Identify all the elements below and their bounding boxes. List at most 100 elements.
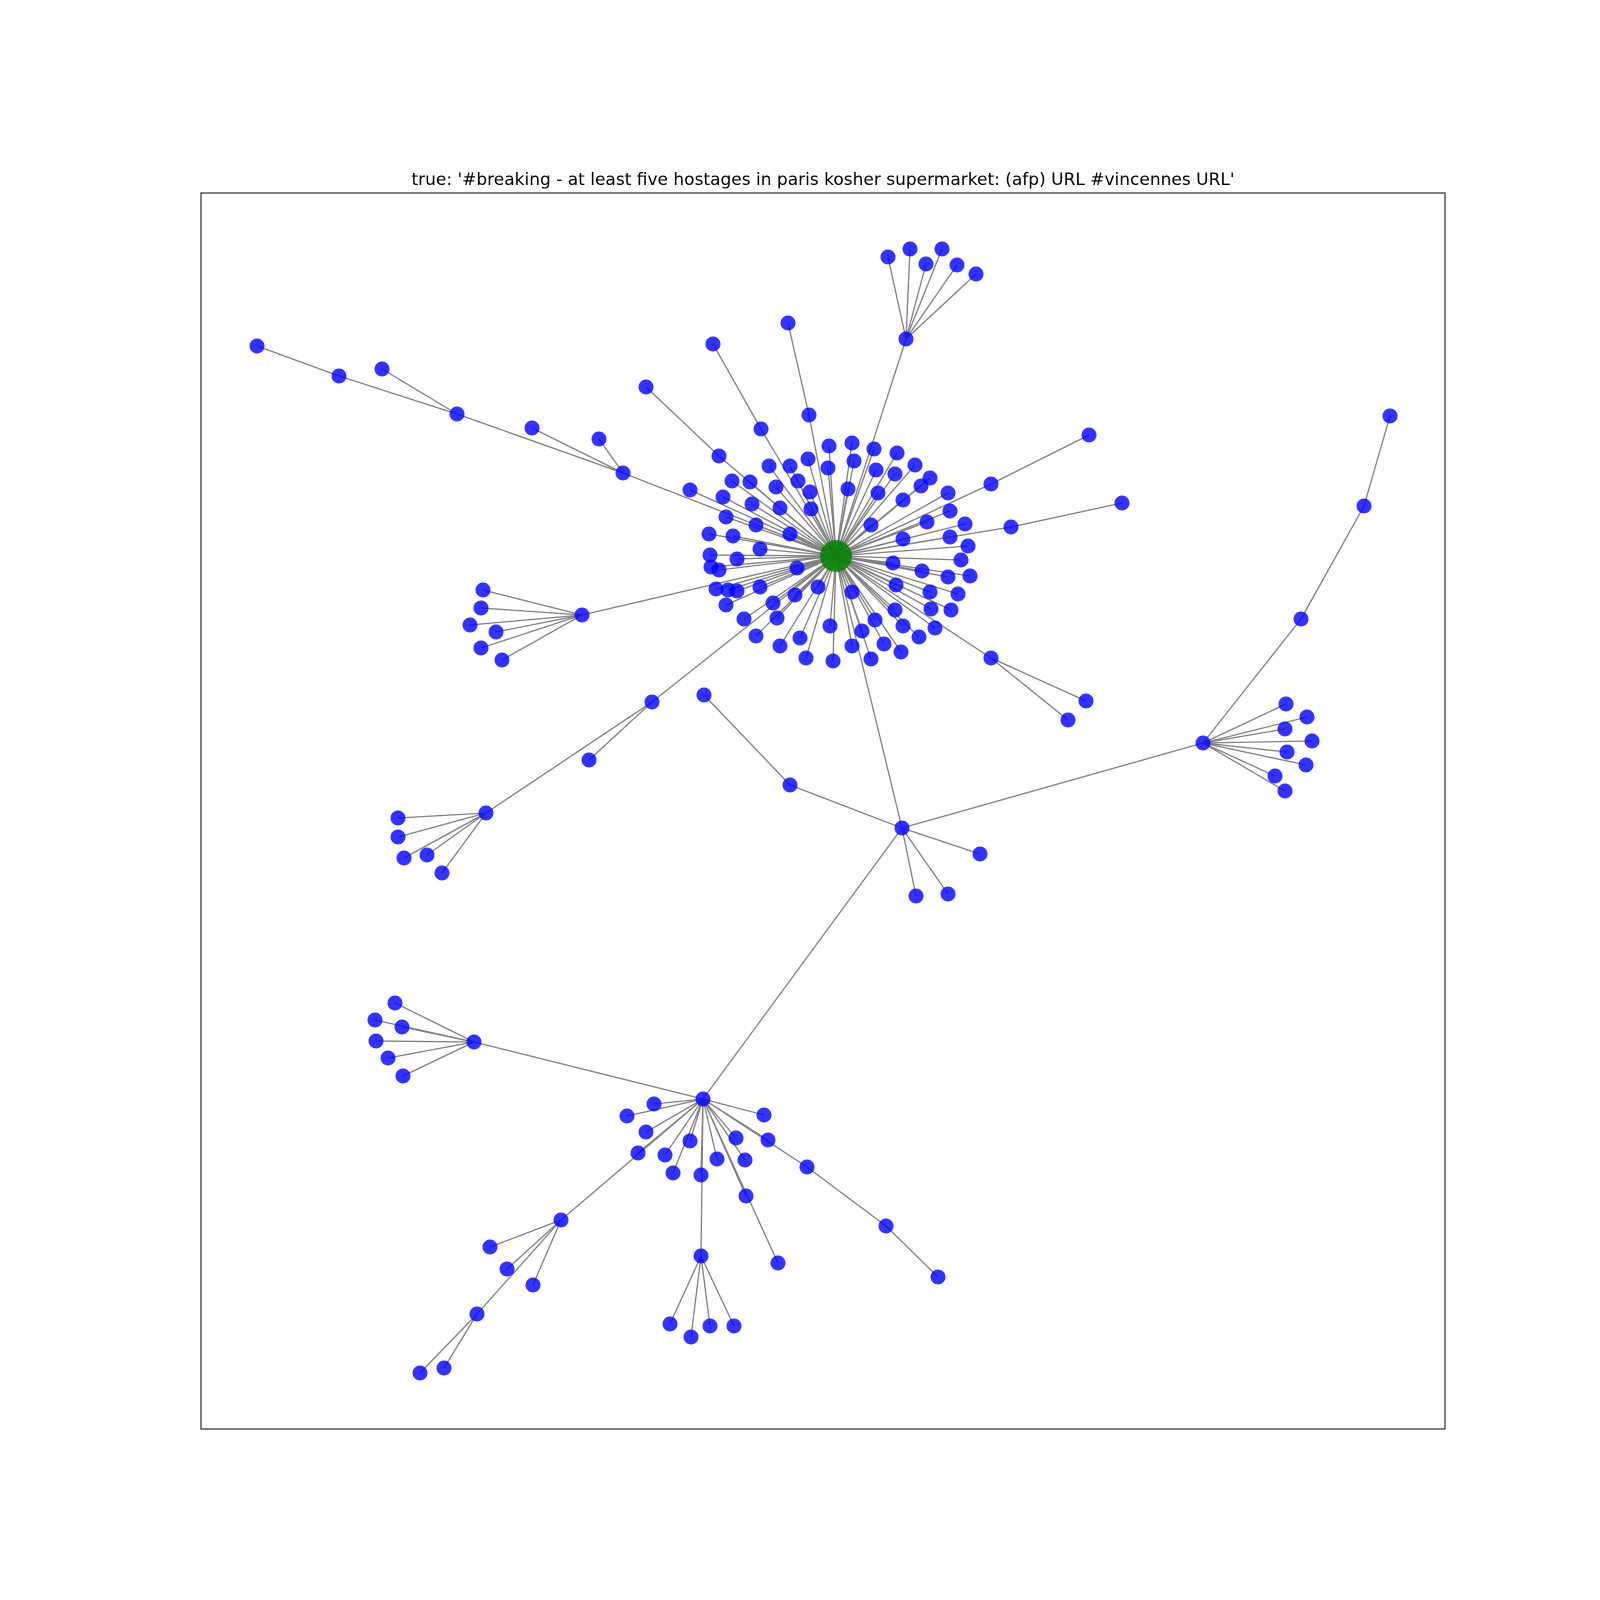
graph-node — [462, 617, 478, 633]
graph-node — [728, 1130, 744, 1146]
graph-node — [870, 485, 886, 501]
graph-edge — [1202, 618, 1302, 744]
graph-node — [801, 407, 817, 423]
graph-node — [711, 448, 727, 464]
graph-node — [1060, 712, 1076, 728]
hub-node — [1195, 735, 1211, 751]
graph-edge — [807, 458, 837, 557]
graph-node — [949, 257, 965, 273]
graph-node — [787, 587, 803, 603]
graph-node — [525, 1277, 541, 1293]
graph-edge — [835, 473, 896, 557]
graph-node — [840, 481, 856, 497]
graph-edge — [905, 248, 943, 340]
graph-node — [1078, 693, 1094, 709]
graph-edge — [835, 452, 898, 557]
graph-edge — [506, 1219, 562, 1270]
graph-node — [488, 624, 504, 640]
nodes-layer — [249, 241, 1398, 1381]
graph-node — [753, 421, 769, 437]
graph-node — [772, 638, 788, 654]
graph-node — [953, 552, 969, 568]
graph-edge — [835, 492, 949, 557]
graph-node — [1277, 721, 1293, 737]
graph-edge — [653, 1098, 704, 1105]
graph-edge — [710, 555, 837, 568]
graph-node — [876, 636, 892, 652]
graph-edge — [835, 555, 959, 595]
graph-node — [412, 1365, 428, 1381]
graph-edge — [805, 555, 837, 659]
graph-node — [331, 368, 347, 384]
graph-node — [802, 484, 818, 500]
graph-node — [919, 514, 935, 530]
graph-edge — [832, 555, 837, 662]
graph-edge — [722, 496, 837, 557]
graph-node — [769, 610, 785, 626]
graph-edge — [426, 812, 487, 856]
graph-node — [709, 1151, 725, 1167]
graph-edge — [709, 554, 837, 557]
graph-edge — [990, 657, 1069, 721]
graph-node — [942, 529, 958, 545]
graph-node — [1293, 611, 1309, 627]
graph-node — [1382, 408, 1398, 424]
graph-edge — [718, 555, 837, 571]
chart-title: true: '#breaking - at least five hostage… — [411, 170, 1234, 190]
graph-node — [702, 547, 718, 563]
graph-node — [782, 526, 798, 542]
graph-node — [475, 582, 491, 598]
graph-edge — [489, 1219, 562, 1248]
graph-node — [249, 338, 265, 354]
graph-edge — [835, 483, 992, 557]
hub-node — [695, 1091, 711, 1107]
graph-edge — [990, 434, 1090, 485]
graph-node — [396, 850, 412, 866]
edges-layer — [256, 248, 1391, 1374]
graph-node — [885, 555, 901, 571]
graph-node — [765, 595, 781, 611]
graph-node — [499, 1261, 515, 1277]
graph-node — [902, 241, 918, 257]
graph-node — [473, 640, 489, 656]
graph-edge — [990, 657, 1087, 702]
graph-node — [825, 653, 841, 669]
graph-node — [867, 612, 883, 628]
graph-node — [866, 441, 882, 457]
graph-edge — [531, 427, 624, 474]
graph-edge — [1010, 502, 1123, 528]
graph-node — [868, 462, 884, 478]
graph-edge — [905, 264, 958, 340]
graph-node — [390, 810, 406, 826]
graph-edge — [835, 555, 936, 629]
graph-node — [752, 579, 768, 595]
graph-node — [940, 485, 956, 501]
graph-edge — [702, 827, 903, 1100]
graph-edge — [901, 742, 1204, 829]
graph-node — [725, 528, 741, 544]
graph-edge — [381, 368, 458, 415]
graph-node — [1003, 519, 1019, 535]
graph-edge — [626, 1098, 704, 1117]
graph-node — [780, 315, 796, 331]
graph-node — [800, 451, 816, 467]
graph-edge — [397, 812, 487, 819]
graph-edge — [476, 1219, 562, 1315]
graph-node — [748, 628, 764, 644]
graph-node — [1304, 733, 1320, 749]
graph-node — [863, 517, 879, 533]
graph-node — [469, 1306, 485, 1322]
graph-edge — [887, 256, 907, 340]
graph-node — [729, 551, 745, 567]
graph-node — [387, 995, 403, 1011]
graph-node — [591, 431, 607, 447]
plot-frame — [200, 192, 1446, 1430]
graph-node — [895, 492, 911, 508]
graph-node — [630, 1145, 646, 1161]
graph-node — [682, 1133, 698, 1149]
graph-edge — [1202, 703, 1287, 744]
graph-node — [844, 435, 860, 451]
graph-node — [646, 1096, 662, 1112]
graph-edge — [397, 812, 487, 838]
